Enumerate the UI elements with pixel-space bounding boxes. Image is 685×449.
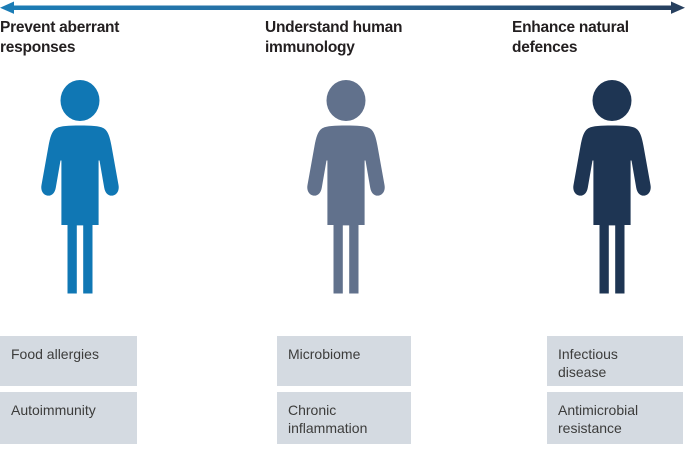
chip-autoimmunity: Autoimmunity: [0, 392, 137, 444]
chip-infectious-disease: Infectious disease: [547, 336, 683, 386]
column-prevent-aberrant-responses: Prevent aberrant responses: [0, 18, 170, 58]
column-heading: Enhance natural defences: [512, 19, 629, 56]
person-icon-graphic: [573, 80, 651, 294]
column-heading: Understand human immunology: [265, 19, 403, 56]
arrow-head-left-icon: [0, 1, 14, 14]
person-icon: [562, 80, 662, 295]
arrow-head-right-icon: [671, 1, 685, 14]
person-icon-graphic: [41, 80, 119, 294]
column-heading: Prevent aberrant responses: [0, 19, 120, 56]
column-understand-human-immunology: Understand human immunology: [265, 18, 440, 58]
chip-microbiome: Microbiome: [277, 336, 411, 386]
spectrum-arrow-graphic: [0, 1, 685, 14]
chip-antimicrobial-resistance: Antimicrobial resistance: [547, 392, 683, 444]
chip-chronic-inflammation: Chronic inflammation: [277, 392, 411, 444]
chip-food-allergies: Food allergies: [0, 336, 137, 386]
spectrum-arrow: [0, 0, 685, 22]
person-icon: [30, 80, 130, 295]
arrow-shaft: [12, 5, 673, 10]
person-icon: [296, 80, 396, 295]
person-icon-graphic: [307, 80, 385, 294]
column-enhance-natural-defences: Enhance natural defences: [512, 18, 685, 58]
